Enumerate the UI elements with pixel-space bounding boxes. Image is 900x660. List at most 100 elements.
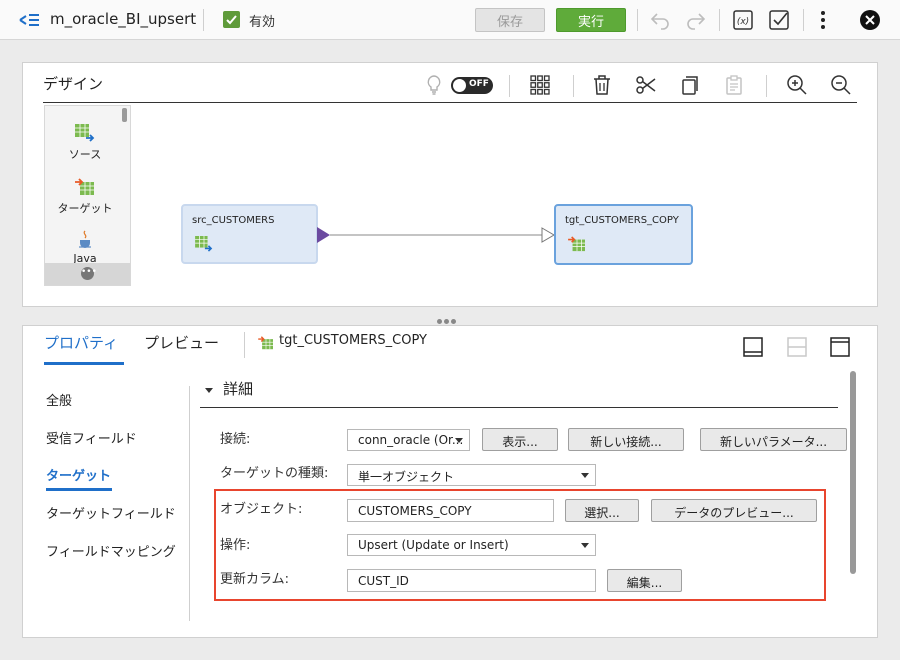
selected-object-label: tgt_CUSTOMERS_COPY bbox=[279, 333, 427, 348]
tab-preview[interactable]: プレビュー bbox=[144, 334, 220, 352]
redo-icon[interactable] bbox=[684, 8, 708, 32]
more-vertical-icon[interactable] bbox=[811, 8, 835, 32]
palette-item-java[interactable]: Java bbox=[45, 230, 125, 265]
nav-item-target[interactable]: ターゲット bbox=[46, 469, 112, 484]
active-nav-indicator bbox=[46, 488, 112, 491]
palette-item-label: ソース bbox=[68, 148, 102, 161]
run-button[interactable]: 実行 bbox=[556, 8, 626, 32]
operation-select[interactable]: Upsert (Update or Insert) bbox=[347, 534, 596, 556]
new-parameter-button[interactable]: 新しいパラメータ... bbox=[700, 428, 847, 451]
dropdown-caret-icon bbox=[581, 473, 589, 478]
properties-panel: プロパティ プレビュー tgt_CUSTOMERS_COPY 全般 受信フィール… bbox=[22, 325, 878, 638]
connection-label: 接続: bbox=[220, 432, 251, 447]
section-title[interactable]: 詳細 bbox=[223, 380, 254, 398]
object-label: オブジェクト: bbox=[220, 502, 303, 517]
java-icon bbox=[79, 230, 91, 248]
divider bbox=[719, 9, 720, 31]
more-icon[interactable]: ••• bbox=[81, 267, 97, 280]
panel-splitter[interactable] bbox=[436, 313, 457, 328]
source-table-icon bbox=[75, 124, 95, 142]
target-type-label: ターゲットの種類: bbox=[220, 466, 329, 481]
undo-icon[interactable] bbox=[648, 8, 672, 32]
mapping-icon bbox=[19, 14, 39, 26]
trash-icon[interactable] bbox=[590, 73, 614, 97]
divider bbox=[203, 9, 204, 31]
check-icon bbox=[226, 15, 237, 25]
operation-value: Upsert (Update or Insert) bbox=[358, 538, 509, 552]
active-tab-indicator bbox=[44, 362, 124, 365]
panel-bottom-layout-icon[interactable] bbox=[742, 336, 764, 358]
paste-icon[interactable] bbox=[722, 73, 746, 97]
nav-item-target-fields[interactable]: ターゲットフィールド bbox=[46, 507, 176, 522]
source-table-icon bbox=[195, 236, 213, 252]
toggle-label: OFF bbox=[469, 79, 489, 89]
connection-value: conn_oracle (Or... bbox=[358, 433, 464, 447]
panel-split-layout-icon[interactable] bbox=[786, 336, 808, 358]
connection-select[interactable]: conn_oracle (Or... bbox=[347, 429, 470, 451]
close-icon[interactable] bbox=[858, 8, 882, 32]
toggle-knob bbox=[453, 79, 466, 92]
source-node-label: src_CUSTOMERS bbox=[192, 215, 275, 226]
dropdown-caret-icon bbox=[581, 543, 589, 548]
target-table-icon bbox=[75, 178, 94, 195]
palette-footer: ••• bbox=[45, 263, 130, 285]
palette-scrollbar[interactable] bbox=[122, 108, 127, 122]
nav-item-field-mapping[interactable]: フィールドマッピング bbox=[46, 545, 176, 560]
save-button[interactable]: 保存 bbox=[475, 8, 545, 32]
update-columns-field[interactable]: CUST_ID bbox=[347, 569, 596, 592]
palette-item-label: ターゲット bbox=[57, 202, 113, 215]
zoom-in-icon[interactable] bbox=[785, 73, 809, 97]
palette-item-source[interactable]: ソース bbox=[45, 124, 125, 162]
data-preview-button[interactable]: データのプレビュー... bbox=[651, 499, 817, 522]
new-connection-button[interactable]: 新しい接続... bbox=[568, 428, 684, 451]
section-divider bbox=[200, 407, 838, 408]
top-bar: m_oracle_BI_upsert 有効 保存 実行 (x) bbox=[0, 0, 900, 40]
mapping-name[interactable]: m_oracle_BI_upsert bbox=[50, 10, 197, 28]
palette-item-target[interactable]: ターゲット bbox=[45, 178, 125, 216]
divider bbox=[766, 75, 767, 97]
nav-item-general[interactable]: 全般 bbox=[46, 394, 73, 409]
copy-icon[interactable] bbox=[678, 73, 702, 97]
select-object-button[interactable]: 選択... bbox=[565, 499, 639, 522]
lightbulb-icon[interactable] bbox=[422, 73, 446, 97]
object-field[interactable]: CUSTOMERS_COPY bbox=[347, 499, 554, 522]
nav-item-incoming-fields[interactable]: 受信フィールド bbox=[46, 432, 137, 447]
validate-icon[interactable] bbox=[767, 8, 791, 32]
divider bbox=[803, 9, 804, 31]
palette-item-label: Java bbox=[73, 252, 97, 265]
target-node[interactable]: tgt_CUSTOMERS_COPY bbox=[554, 204, 693, 265]
target-table-icon bbox=[258, 336, 273, 350]
output-port-icon bbox=[317, 227, 330, 243]
show-connection-button[interactable]: 表示... bbox=[482, 428, 558, 451]
target-type-value: 単一オブジェクト bbox=[358, 470, 455, 484]
target-type-select[interactable]: 単一オブジェクト bbox=[347, 464, 596, 486]
source-node[interactable]: src_CUSTOMERS bbox=[181, 204, 318, 264]
update-columns-label: 更新カラム: bbox=[220, 572, 289, 587]
scissors-icon[interactable] bbox=[634, 73, 658, 97]
expression-icon[interactable]: (x) bbox=[731, 8, 755, 32]
caret-down-icon[interactable] bbox=[204, 385, 214, 395]
divider bbox=[244, 332, 245, 358]
target-node-label: tgt_CUSTOMERS_COPY bbox=[565, 215, 679, 226]
valid-label: 有効 bbox=[249, 15, 276, 30]
grid-icon[interactable] bbox=[528, 73, 552, 97]
link-connector[interactable] bbox=[313, 223, 573, 247]
dropdown-caret-icon bbox=[455, 438, 463, 443]
svg-text:(x): (x) bbox=[737, 17, 749, 27]
divider bbox=[637, 9, 638, 31]
valid-checkbox[interactable] bbox=[223, 11, 240, 28]
highlight-box bbox=[214, 489, 826, 601]
tab-properties[interactable]: プロパティ bbox=[44, 334, 119, 352]
design-title: デザイン bbox=[43, 75, 104, 93]
arrow-head-icon bbox=[541, 227, 555, 243]
edit-update-columns-button[interactable]: 編集... bbox=[607, 569, 682, 592]
transformation-palette: ソース ターゲット Java ••• bbox=[44, 105, 131, 286]
target-table-icon bbox=[568, 236, 585, 252]
toolbar-divider bbox=[43, 102, 857, 103]
auto-arrange-toggle[interactable]: OFF bbox=[451, 77, 493, 94]
zoom-out-icon[interactable] bbox=[829, 73, 853, 97]
divider bbox=[189, 386, 190, 621]
operation-label: 操作: bbox=[220, 538, 251, 553]
properties-scrollbar[interactable] bbox=[850, 371, 856, 574]
panel-top-layout-icon[interactable] bbox=[829, 336, 851, 358]
